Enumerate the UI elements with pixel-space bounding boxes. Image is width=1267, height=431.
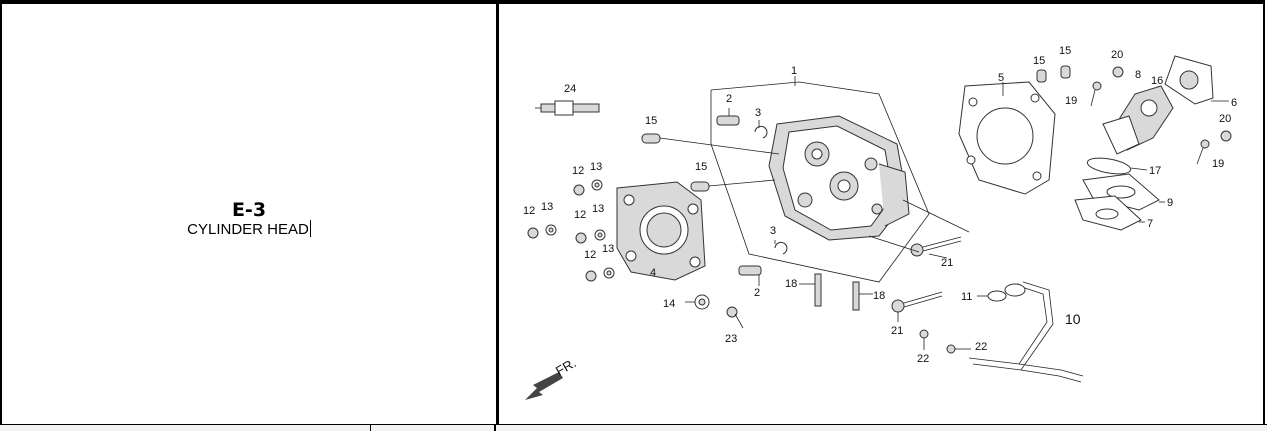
section-name: CYLINDER HEAD <box>187 221 309 238</box>
exhaust-pipe-part <box>968 281 1084 383</box>
callout-21b: 21 <box>891 325 903 337</box>
stud-18b-part <box>852 281 860 311</box>
callout-15d: 15 <box>1059 45 1071 57</box>
callout-14: 14 <box>663 298 675 310</box>
callout-3a: 3 <box>755 107 761 119</box>
nut-washer-set-c <box>575 229 606 244</box>
cylinder-head-part <box>768 115 910 241</box>
callout-13a: 13 <box>590 161 602 173</box>
callout-22a: 22 <box>917 353 929 365</box>
intake-manifold-part <box>1102 55 1214 155</box>
dowel-pin-15d-part <box>1060 65 1071 79</box>
callout-21a: 21 <box>941 257 953 269</box>
callout-15c: 15 <box>1033 55 1045 67</box>
bolt-23-part <box>726 306 744 329</box>
callout-12d: 12 <box>584 249 596 261</box>
callout-13c: 13 <box>592 203 604 215</box>
cylinder-gasket-5-part <box>958 81 1056 195</box>
callout-13d: 13 <box>602 243 614 255</box>
callout-2b: 2 <box>754 287 760 299</box>
bolt-19b-part <box>1196 139 1210 165</box>
cylinder-block-part <box>616 181 706 281</box>
clip-3a-part <box>754 125 768 139</box>
callout-19b: 19 <box>1212 158 1224 170</box>
text-cursor <box>309 220 311 237</box>
callout-12b: 12 <box>523 205 535 217</box>
title-cell: E-3 CYLINDER HEAD <box>2 4 498 424</box>
section-code: E-3 <box>231 199 267 221</box>
callout-2a: 2 <box>726 93 732 105</box>
callout-3b: 3 <box>770 225 776 237</box>
callout-10: 10 <box>1065 311 1081 327</box>
callout-12c: 12 <box>574 209 586 221</box>
callout-6: 6 <box>1231 97 1237 109</box>
front-direction-arrow <box>525 372 563 400</box>
section-title-block: E-3 CYLINDER HEAD <box>2 200 496 239</box>
callout-7: 7 <box>1147 218 1153 230</box>
bolt-22b-part <box>946 344 971 354</box>
callout-20b: 20 <box>1219 113 1231 125</box>
nut-20a-part <box>1112 66 1124 78</box>
bolt-22a-part <box>919 329 929 350</box>
dowel-pin-15b-part <box>690 181 710 192</box>
callout-20a: 20 <box>1111 49 1123 61</box>
nut-washer-set-a <box>573 179 603 196</box>
next-table-row <box>0 424 1267 431</box>
assembly-outline <box>710 81 930 283</box>
callout-13b: 13 <box>541 201 553 213</box>
dowel-pin-15a-part <box>641 133 661 144</box>
callout-8: 8 <box>1135 69 1141 81</box>
callout-17: 17 <box>1149 165 1161 177</box>
callout-18b: 18 <box>873 290 885 302</box>
stud-18a-part <box>814 273 822 307</box>
callout-5: 5 <box>998 72 1004 84</box>
cylinder-head-exploded-diagram: 1 2 3 15 24 12 13 15 12 13 12 13 12 13 4… <box>523 45 1237 400</box>
dowel-pin-15c-part <box>1036 69 1047 83</box>
nut-washer-set-d <box>585 267 615 282</box>
clip-3b-part <box>774 241 788 255</box>
callout-4: 4 <box>650 267 656 279</box>
bolt-21b-part <box>891 291 943 322</box>
stud-2a-part <box>716 115 740 126</box>
spark-plug-part <box>535 100 600 116</box>
bolt-19a-part <box>1090 81 1102 107</box>
o-ring-17-part <box>1086 157 1132 175</box>
callout-1: 1 <box>791 65 797 77</box>
stud-2b-part <box>738 265 762 276</box>
callout-15b: 15 <box>695 161 707 173</box>
callout-24: 24 <box>564 83 576 95</box>
callout-22b: 22 <box>975 341 987 353</box>
callout-15a: 15 <box>645 115 657 127</box>
bolt-21a-part <box>910 236 962 259</box>
callout-18a: 18 <box>785 278 797 290</box>
callout-16: 16 <box>1151 75 1163 87</box>
nut-washer-set-b <box>527 224 557 239</box>
callout-11: 11 <box>961 291 972 303</box>
nut-20b-part <box>1220 130 1232 142</box>
callout-19a: 19 <box>1065 95 1077 107</box>
diagram-cell: 1 2 3 15 24 12 13 15 12 13 12 13 12 13 4… <box>498 4 1264 424</box>
gasket-11-part <box>987 290 1007 302</box>
callout-23: 23 <box>725 333 737 345</box>
callout-12a: 12 <box>572 165 584 177</box>
callout-9: 9 <box>1167 197 1173 209</box>
